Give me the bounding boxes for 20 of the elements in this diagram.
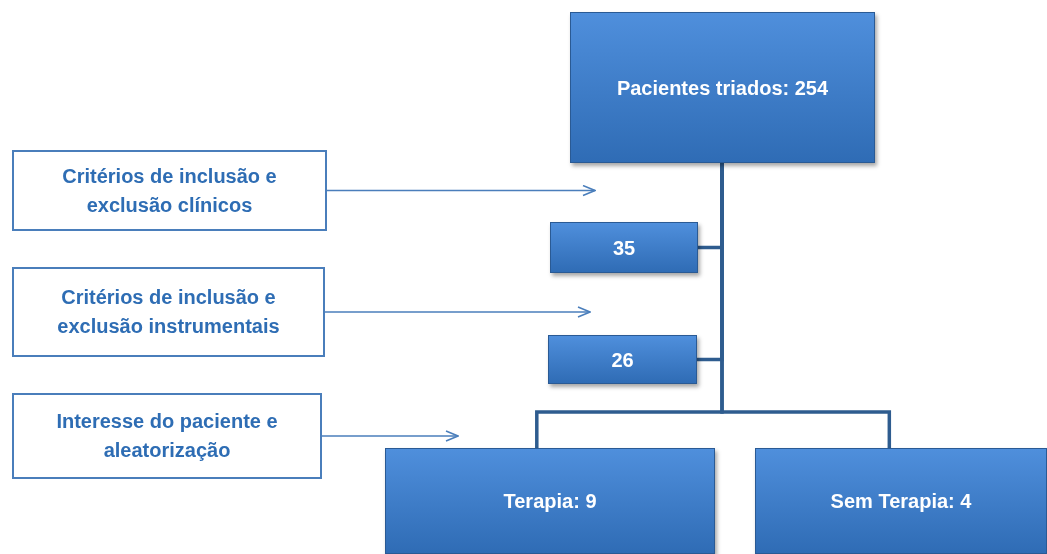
box-label: Pacientes triados: 254: [616, 75, 829, 101]
criteria-box: [12, 150, 327, 231]
criteria-box: [12, 393, 322, 479]
arrow: [321, 430, 459, 442]
box-label: Interesse do paciente e aleatorização: [55, 409, 279, 463]
arrow: [324, 306, 591, 318]
connector-line: [720, 163, 892, 448]
process-box: [550, 222, 698, 273]
box-label: Critérios de inclusão e exclusão instrumentais: [56, 285, 281, 339]
process-box: [755, 448, 1047, 554]
process-box: [570, 12, 875, 163]
process-box: [385, 448, 715, 554]
box-label: 26: [611, 347, 634, 373]
box-label: Sem Terapia: 4: [830, 489, 972, 514]
box-label: Terapia: 9: [503, 489, 597, 514]
criteria-box: [12, 267, 325, 357]
process-box: [548, 335, 697, 384]
box-label: Critérios de inclusão e exclusão clínicos: [61, 163, 278, 218]
arrow: [326, 184, 596, 197]
box-label: 35: [612, 235, 636, 261]
